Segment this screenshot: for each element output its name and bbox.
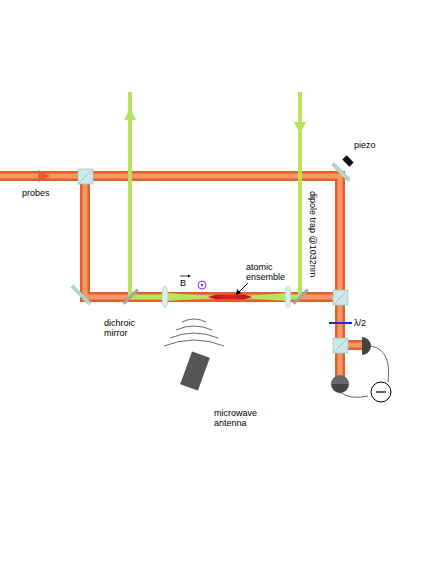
component-label: piezo [354, 140, 394, 150]
component-label: dichroic mirror [104, 318, 152, 338]
beam-label: dipole trap @1032nm [308, 190, 318, 278]
field-out-of-page [201, 284, 203, 286]
microwave-antenna [181, 352, 210, 390]
piezo-actuator [342, 155, 353, 166]
beam-label: probes [22, 188, 62, 198]
field-out-of-page [198, 281, 206, 289]
component-label: λ/2 [354, 318, 378, 328]
component-label: microwave antenna [214, 408, 270, 428]
subtractor [376, 391, 386, 392]
beam-arrow [38, 170, 50, 182]
component-label: atomic ensemble [246, 262, 290, 282]
vector-arrow [180, 276, 188, 277]
field-label: B [180, 278, 192, 288]
beam-splitter [78, 169, 348, 353]
lens [162, 286, 291, 308]
mirror [70, 162, 351, 306]
microwave-waves [164, 319, 224, 346]
half-wave-plate [329, 322, 352, 324]
vector-arrow [188, 275, 191, 278]
photodetector [331, 337, 371, 393]
dipole-trap-beam [124, 92, 306, 301]
leader-arrow [236, 289, 241, 295]
atomic-ensemble [208, 295, 252, 300]
probe-beam [0, 176, 362, 390]
subtractor [371, 382, 391, 402]
dichroic-mirror [123, 289, 309, 305]
